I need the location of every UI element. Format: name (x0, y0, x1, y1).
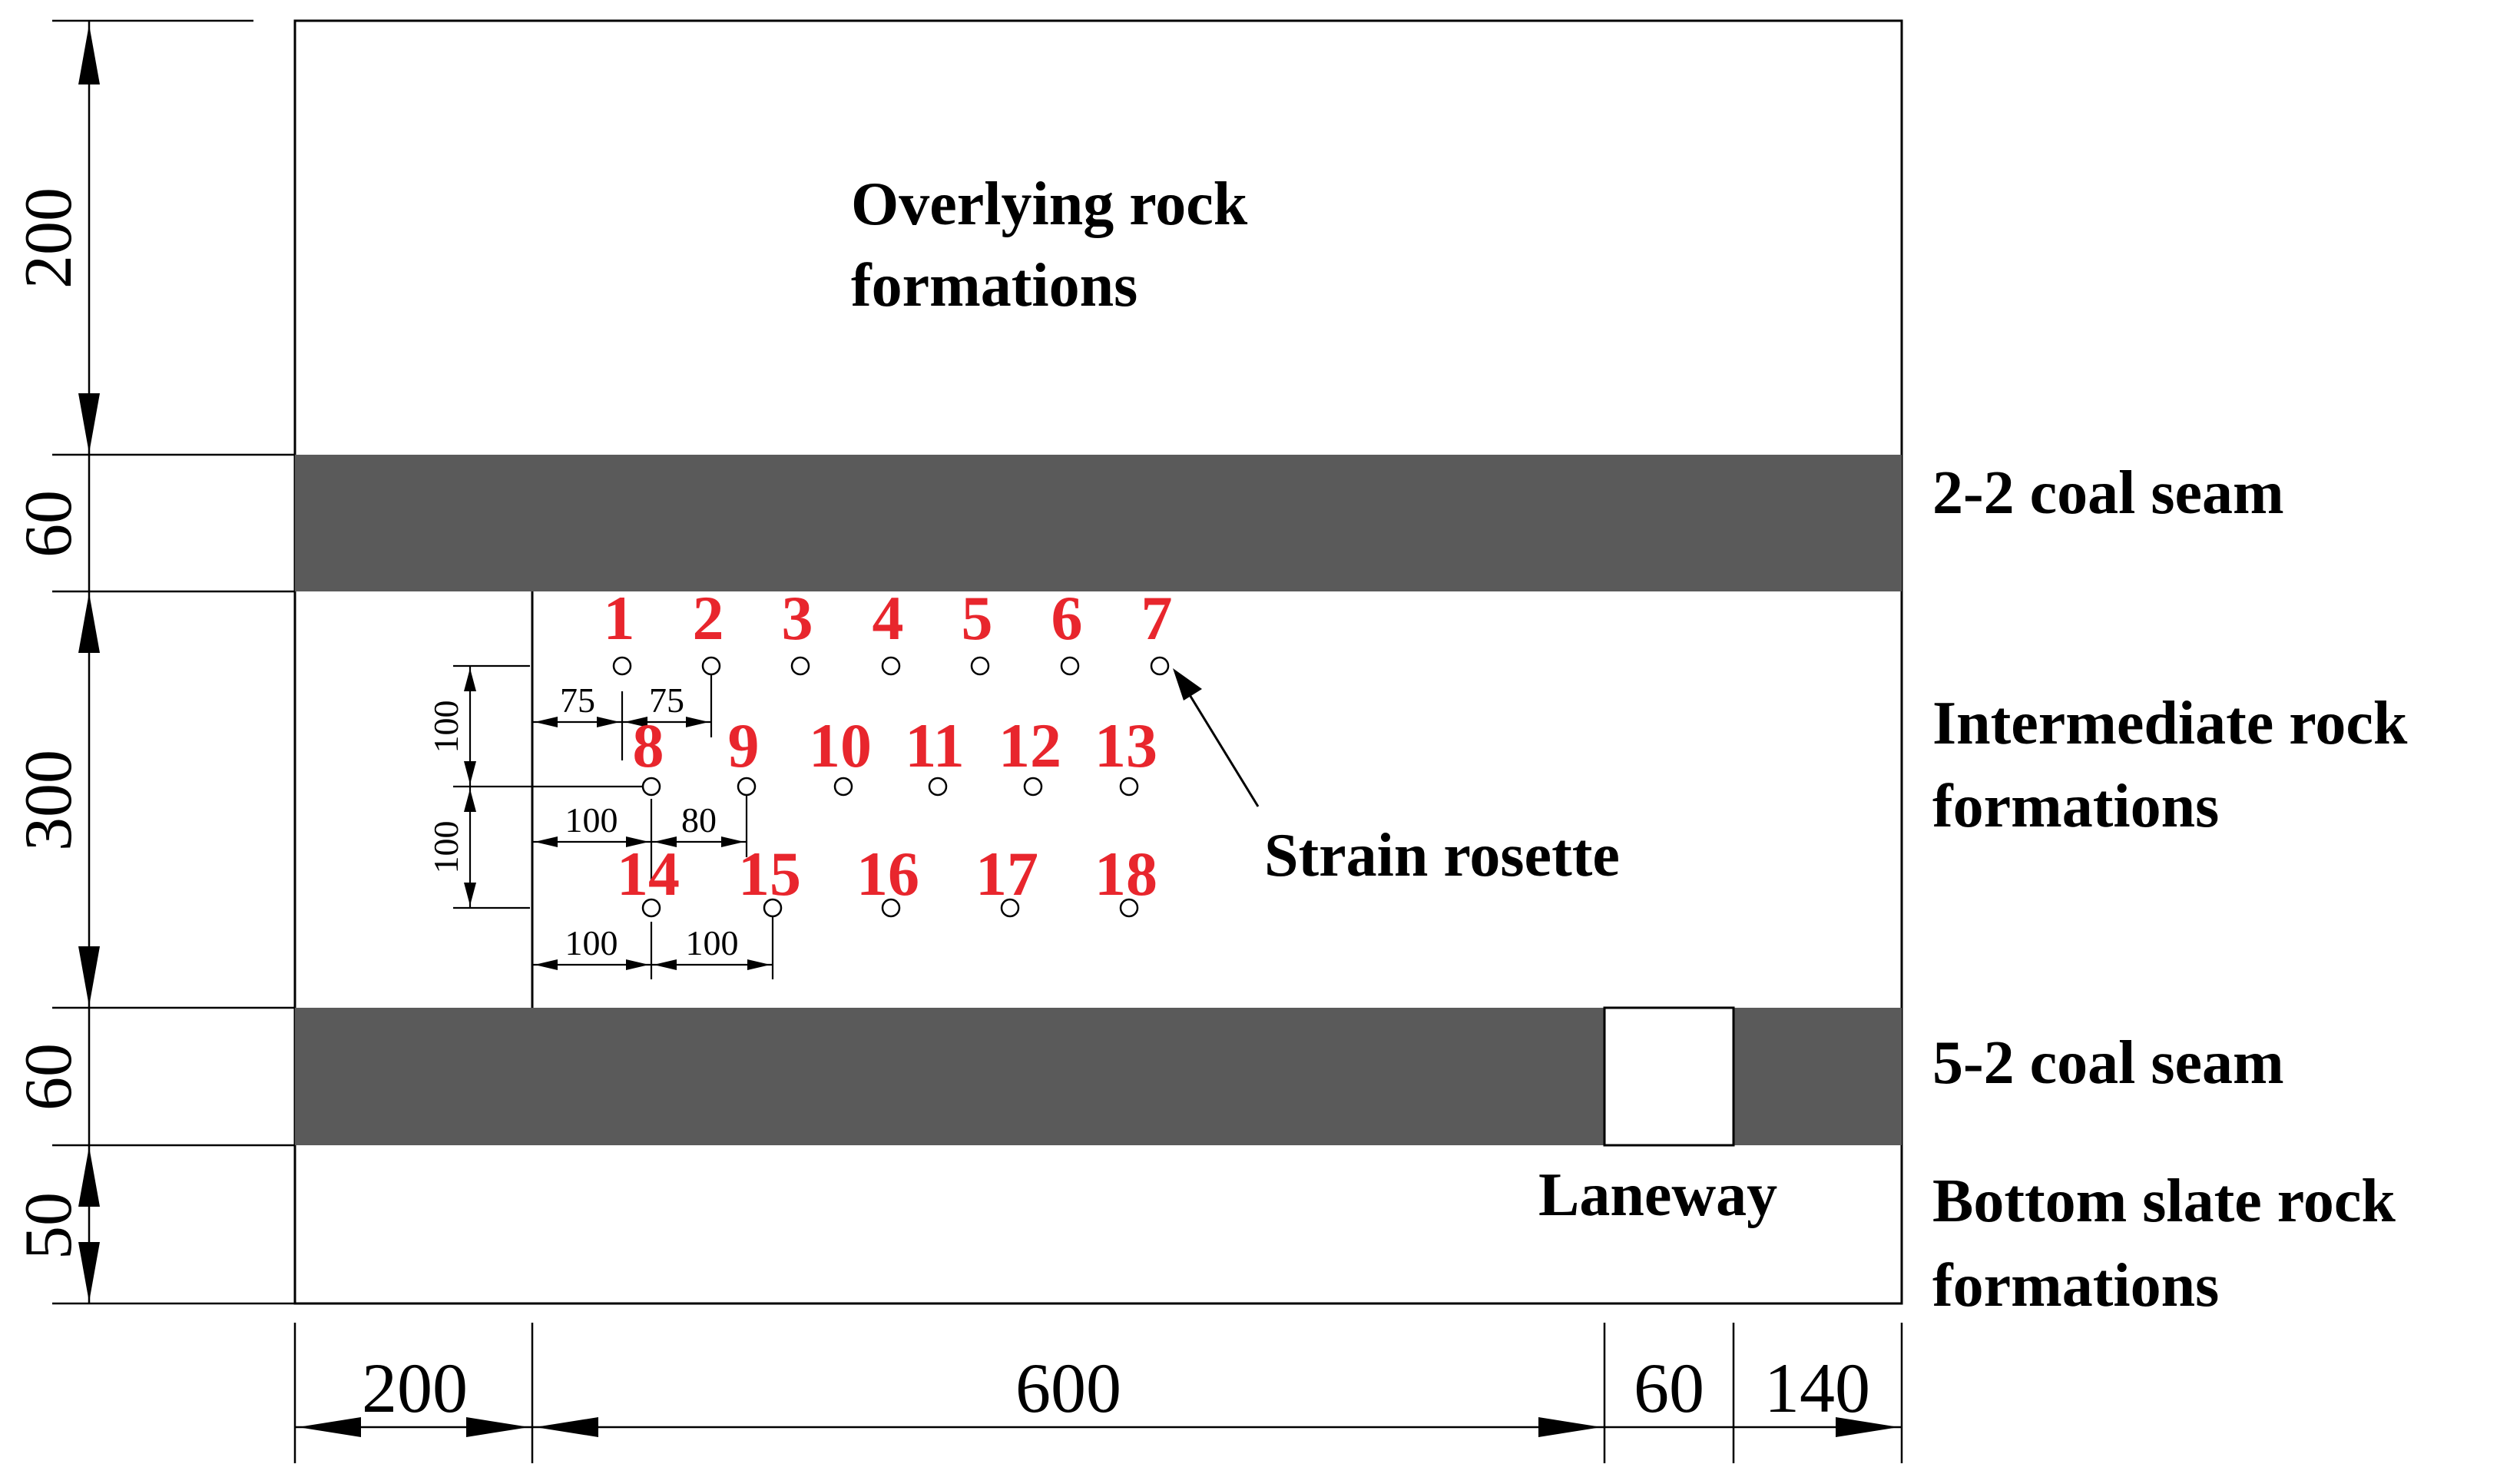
spacing-row2-b: 80 (681, 800, 717, 840)
strain-gauge-12 (1023, 777, 1043, 797)
label-bottom-line2: formations (1932, 1252, 2219, 1320)
strain-gauge-11 (928, 777, 948, 797)
coal-seam-5-2-left (295, 1008, 1604, 1145)
strain-gauge-7 (1150, 656, 1170, 676)
gauge-number-18: 18 (1094, 839, 1157, 909)
gauge-number-15: 15 (738, 839, 801, 909)
label-coal-upper: 2-2 coal seam (1932, 459, 2284, 527)
gauge-number-1: 1 (604, 583, 635, 653)
strain-gauge-3 (790, 656, 810, 676)
coal-seam-2-2 (295, 455, 1902, 591)
coal-seam-5-2-right (1734, 1008, 1902, 1145)
gauge-number-13: 13 (1094, 711, 1157, 780)
label-strain-rosette: Strain rosette (1264, 822, 1620, 889)
gauge-number-4: 4 (873, 583, 904, 653)
strain-gauge-1 (612, 656, 632, 676)
strain-gauge-18 (1119, 898, 1139, 918)
label-laneway: Laneway (1538, 1161, 1777, 1229)
strain-gauge-13 (1119, 777, 1139, 797)
strain-gauge-14 (641, 898, 661, 918)
strain-gauge-6 (1060, 656, 1080, 676)
strain-gauge-17 (1000, 898, 1020, 918)
strain-gauge-2 (701, 656, 721, 676)
spacing-row3-a: 100 (565, 923, 618, 962)
gauge-number-16: 16 (856, 839, 919, 909)
spacing-row2-a: 100 (565, 800, 618, 840)
gauge-spacing-arrows (464, 668, 770, 970)
dim-h-60: 60 (1634, 1349, 1704, 1427)
label-intermediate-line1: Intermediate rock (1932, 690, 2408, 757)
gauge-spacing-lines (453, 664, 774, 979)
vertical-dimension-lines (52, 19, 295, 1305)
gauge-number-7: 7 (1141, 583, 1173, 653)
gauge-number-14: 14 (617, 839, 680, 909)
strain-gauge-8 (641, 777, 661, 797)
dim-v-300: 300 (12, 750, 86, 851)
gauge-number-2: 2 (693, 583, 724, 653)
dim-v-200: 200 (12, 187, 86, 289)
strain-gauge-9 (737, 777, 757, 797)
label-overlying-line1: Overlying rock (851, 171, 1248, 238)
dim-h-140: 140 (1764, 1349, 1870, 1427)
gauge-number-3: 3 (782, 583, 813, 653)
strain-gauge-10 (833, 777, 853, 797)
gauge-number-17: 17 (975, 839, 1038, 909)
spacing-row3-b: 100 (686, 923, 739, 962)
strain-gauge-15 (763, 898, 783, 918)
dim-h-200: 200 (362, 1349, 468, 1427)
gauge-number-9: 9 (728, 711, 760, 780)
label-intermediate-line2: formations (1932, 773, 2219, 840)
vertical-dimension-arrows (78, 25, 100, 1302)
dim-v-50: 50 (12, 1192, 86, 1260)
label-coal-lower: 5-2 coal seam (1932, 1029, 2284, 1097)
spacing-row1-b: 75 (649, 681, 684, 720)
spacing-vertical-b: 100 (426, 821, 465, 874)
gauge-number-12: 12 (998, 711, 1061, 780)
label-overlying-line2: formations (851, 252, 1137, 320)
strain-rosette-leader (1184, 687, 1260, 807)
laneway (1603, 1006, 1735, 1147)
dim-v-60-lower: 60 (12, 1043, 86, 1111)
strain-gauge-5 (970, 656, 990, 676)
horizontal-dimension-arrows (298, 1417, 1899, 1437)
gauge-number-10: 10 (809, 711, 872, 780)
spacing-row1-a: 75 (560, 681, 595, 720)
gauge-number-6: 6 (1051, 583, 1083, 653)
label-bottom-line1: Bottom slate rock (1932, 1168, 2396, 1235)
strain-gauge-16 (881, 898, 901, 918)
gauge-number-8: 8 (633, 711, 664, 780)
dim-v-60-upper: 60 (12, 490, 86, 558)
gauge-number-11: 11 (905, 711, 964, 780)
strain-gauge-4 (881, 656, 901, 676)
dim-h-600: 600 (1015, 1349, 1121, 1427)
gauge-number-5: 5 (962, 583, 993, 653)
spacing-vertical-a: 100 (426, 701, 465, 754)
strain-rosette-arrowhead (1173, 668, 1202, 701)
model-boundary (293, 19, 1903, 1305)
